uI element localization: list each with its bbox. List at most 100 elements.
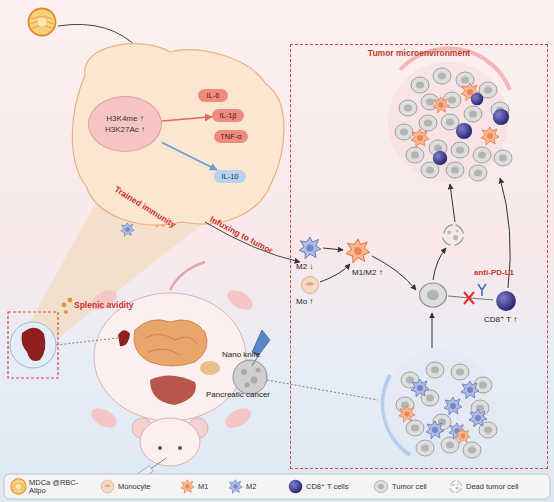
syringe-part-part xyxy=(151,458,166,468)
legend-text: MDCa @RBC-Alipo xyxy=(29,479,89,495)
nucleus-node: H3K4me ↑H3K27Ac ↑ xyxy=(88,96,162,152)
trained-cone-part xyxy=(121,223,135,237)
tumor-cluster-top-part xyxy=(456,123,472,139)
spleen-inset-part xyxy=(22,328,46,361)
mouse-part xyxy=(200,361,220,375)
legend-text: Monocyte xyxy=(118,483,151,491)
tumor-cluster-bottom-part xyxy=(411,379,429,397)
tumor-cluster-bottom-part xyxy=(406,420,424,436)
legend-text: M1 xyxy=(198,483,208,491)
mouse-part xyxy=(224,286,256,314)
tumor-cluster-top-part xyxy=(419,115,437,131)
legend-frame xyxy=(4,474,550,499)
legend-frame-part xyxy=(229,480,243,494)
text-label: CD8⁺ T ↑ xyxy=(484,315,517,324)
legend-frame-part xyxy=(101,480,114,493)
tumor-dynamics-part xyxy=(450,184,455,222)
mouse-part xyxy=(178,446,182,450)
tumor-cluster-bottom-part xyxy=(441,437,459,453)
mouse-part xyxy=(170,262,205,290)
text-label: Splenic avidity xyxy=(74,300,134,310)
tumor-cluster-bottom-part xyxy=(426,421,444,439)
tumor-cluster-top-part xyxy=(471,93,484,106)
tumor-cluster-top xyxy=(388,49,512,182)
text-label: anti-PD-L1 xyxy=(474,268,514,277)
pancreatic-tumor-part xyxy=(233,360,267,394)
tumor-cluster-top-part xyxy=(473,147,491,163)
cytokine-pill: TNF-α xyxy=(214,130,248,143)
legend-text: CD8⁺ T cells xyxy=(306,483,348,491)
tumor-cluster-top-part xyxy=(451,142,469,158)
mouse xyxy=(88,262,256,466)
pancreatic-tumor-part xyxy=(267,380,378,400)
tumor-cluster-top-part xyxy=(441,114,459,130)
node-text: H3K4me ↑ xyxy=(106,114,143,123)
tumor-cluster-top-part xyxy=(446,162,464,178)
cytokine-pill: IL-10 xyxy=(214,170,246,183)
pancreatic-tumor-part xyxy=(256,368,261,373)
tumor-dynamics-part xyxy=(443,225,464,246)
pancreatic-tumor-part xyxy=(241,369,247,375)
cytokine-pill: IL-6 xyxy=(198,89,228,102)
splenic-dots xyxy=(62,298,73,314)
tumor-dynamics-part xyxy=(299,237,321,259)
text-label: M2 ↓ xyxy=(296,262,313,271)
mouse-part xyxy=(134,320,207,366)
splenic-dots-part xyxy=(62,303,67,308)
tumor-cluster-bottom-part xyxy=(469,409,487,427)
legend-frame-part xyxy=(374,481,388,493)
tumor-dynamics xyxy=(299,178,516,348)
mouse-part xyxy=(145,334,198,355)
tumor-cluster-top-part xyxy=(433,151,447,165)
legend-frame-part xyxy=(11,479,26,494)
text-label: Pancreatic cancer xyxy=(206,390,270,399)
trained-macrophage xyxy=(72,44,284,225)
tumor-cluster-top-part xyxy=(411,77,429,93)
spleen-link-part xyxy=(56,338,118,345)
node-text: Tumor microenvironment xyxy=(368,48,470,58)
tumor-cluster-top-part xyxy=(395,124,413,140)
tumor-dynamics-part xyxy=(302,277,319,294)
tumor-cluster-top-part xyxy=(481,127,499,145)
node-text: IL-6 xyxy=(207,91,220,100)
mouse-part xyxy=(158,446,162,450)
tumor-cluster-top-part xyxy=(494,150,512,166)
tumor-dynamics-part xyxy=(420,283,447,307)
tumor-dynamics-part xyxy=(346,239,369,262)
spleen-inset-part xyxy=(10,322,56,368)
legend-frame-part xyxy=(181,480,195,494)
tumor-cluster-bottom-part xyxy=(399,406,415,422)
trained-macrophage-part xyxy=(72,44,284,225)
tumor-cluster-bottom-part xyxy=(451,364,469,380)
tumor-cluster-top-part xyxy=(493,109,509,125)
mouse-part xyxy=(140,418,200,466)
cytokine-pill: IL-1β xyxy=(212,109,244,122)
text-label: Nano knife xyxy=(222,350,260,359)
tumor-cluster-bottom-part xyxy=(463,442,481,458)
pancreatic-tumor-part xyxy=(245,383,250,388)
node-text: TNF-α xyxy=(220,132,241,141)
nano-knife xyxy=(252,330,270,366)
tumor-dynamics-part xyxy=(323,248,343,250)
tumor-cluster-top-part xyxy=(388,62,508,182)
nanoparticle-part xyxy=(29,9,56,36)
tumor-cluster-bottom-part xyxy=(461,381,479,399)
spleen-link xyxy=(56,338,118,345)
tumor-cluster-bottom-part xyxy=(444,397,462,415)
tumor-dynamics-part xyxy=(478,284,486,296)
tumor-cluster-bottom-part xyxy=(456,429,470,443)
tumor-cluster-bottom-part xyxy=(384,349,496,461)
connector-arrow xyxy=(162,117,212,121)
tumor-dynamics-part xyxy=(496,291,516,311)
legend-frame-part xyxy=(4,474,550,499)
mouse-part xyxy=(88,404,120,432)
tumor-cluster-top-part xyxy=(411,129,429,147)
node-text: IL-1β xyxy=(219,111,236,120)
spleen-inset-part xyxy=(8,312,58,378)
tumor-dynamics-part xyxy=(433,248,446,280)
tumor-cluster-top-part xyxy=(433,97,449,113)
mouse-part xyxy=(150,375,196,405)
